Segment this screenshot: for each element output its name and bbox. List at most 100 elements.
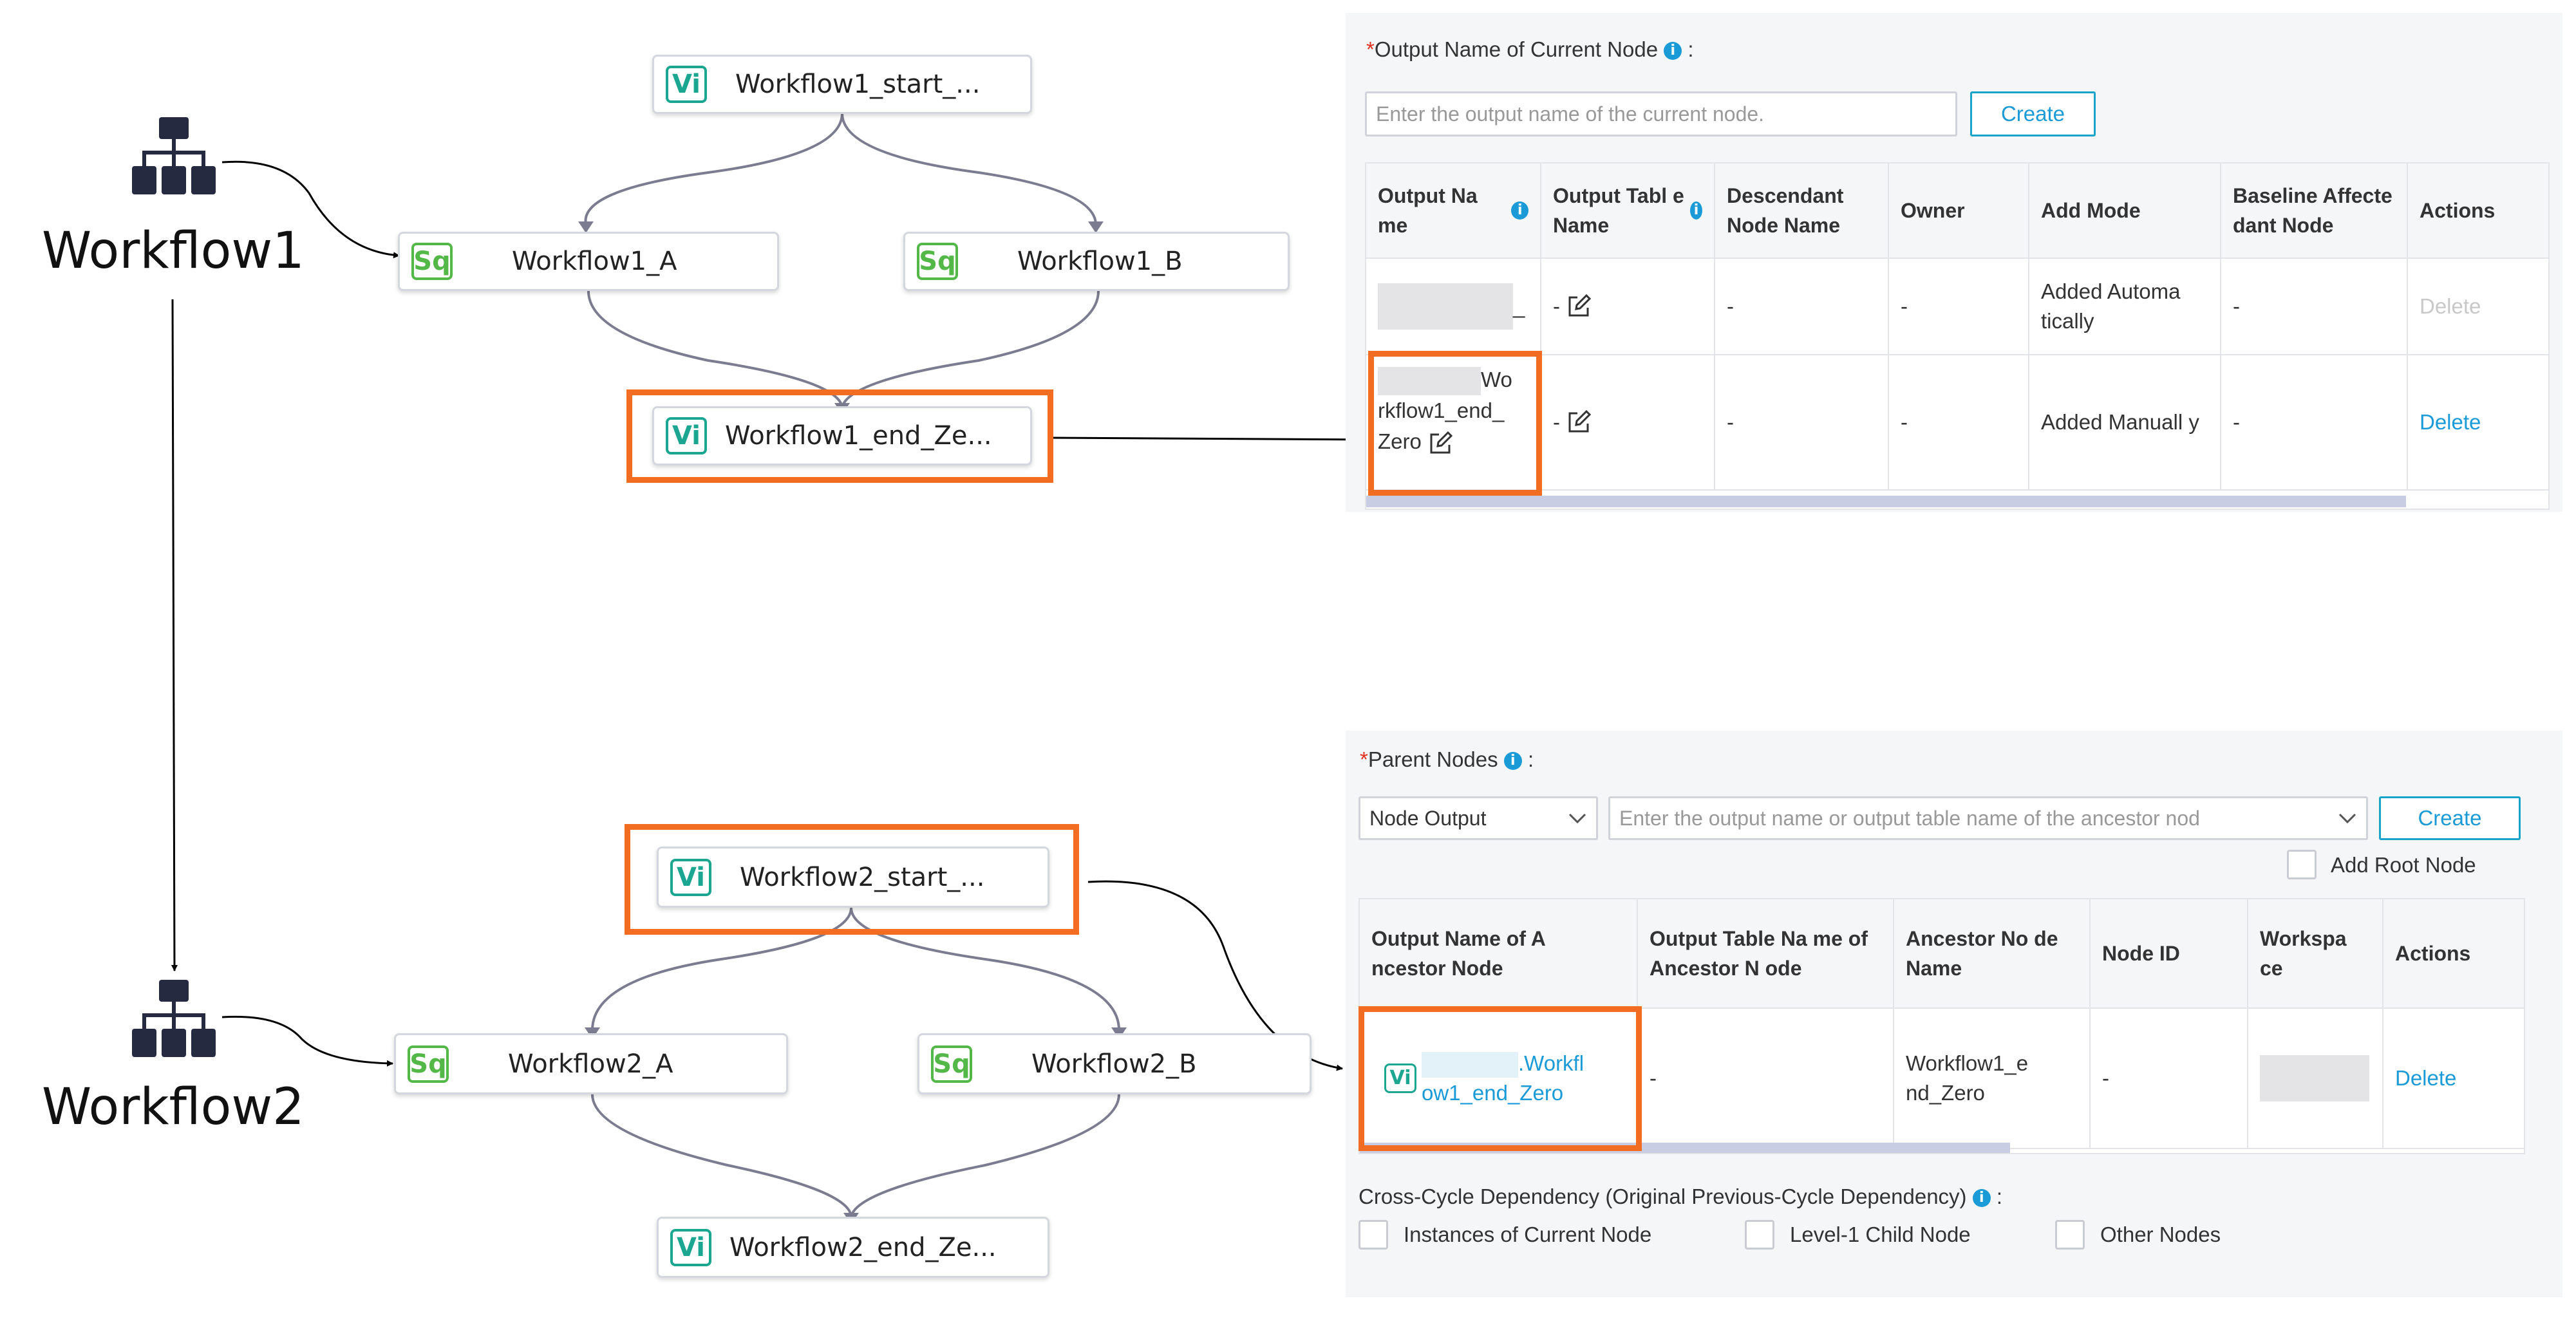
vi-node-icon: Vi xyxy=(666,66,707,103)
highlight-box-workflow2-start xyxy=(625,824,1079,935)
label-colon: : xyxy=(1996,1185,2003,1208)
workflow1-label: Workflow1 xyxy=(42,222,305,280)
cell-ancestor-output-name: Vi .Workfl ow1_end_Zero xyxy=(1360,1009,1638,1149)
redacted-block xyxy=(1422,1052,1518,1078)
checkbox-level1-child-node[interactable] xyxy=(1745,1220,1774,1250)
output-name-value: Wo rkflow1_end_ Zero xyxy=(1378,368,1512,454)
header-node-id: Node ID xyxy=(2091,899,2248,1009)
header-owner: Owner xyxy=(1889,164,2029,259)
horizontal-scrollbar[interactable] xyxy=(1366,496,2406,507)
add-root-node-label: Add Root Node xyxy=(2331,853,2476,877)
header-output-name: Output Na me i xyxy=(1366,164,1541,259)
node-workflow2-end[interactable]: Vi Workflow2_end_Ze... xyxy=(657,1217,1049,1278)
header-actions: Actions xyxy=(2408,164,2548,259)
cell-baseline: - xyxy=(2221,259,2408,355)
redacted-block xyxy=(2260,1055,2369,1101)
edit-icon[interactable] xyxy=(1427,431,1453,456)
table-name-value: - xyxy=(1553,294,1560,318)
cell-node-id: - xyxy=(2091,1009,2248,1149)
sq-node-icon: Sq xyxy=(408,1045,449,1083)
highlight-box-output-name xyxy=(1368,351,1542,496)
table-name-value: - xyxy=(1553,410,1560,434)
node-workflow2-start[interactable]: Vi Workflow2_start_... xyxy=(657,847,1049,908)
parent-nodes-label: *Parent Nodes i : xyxy=(1360,747,1534,772)
arrow-workflow1-to-a xyxy=(221,160,400,259)
label-colon: : xyxy=(1688,37,1694,61)
node-workflow1-a[interactable]: Sq Workflow1_A xyxy=(398,232,779,291)
cell-table-name: - xyxy=(1541,355,1715,491)
node-workflow2-a[interactable]: Sq Workflow2_A xyxy=(394,1033,788,1094)
checkbox-instances-current-node[interactable] xyxy=(1359,1220,1388,1250)
ancestor-search-input[interactable]: Enter the output name or output table na… xyxy=(1608,796,2368,840)
header-add-mode: Add Mode xyxy=(2029,164,2221,259)
vi-node-icon: Vi xyxy=(670,1228,711,1266)
node-output-select[interactable]: Node Output xyxy=(1359,796,1598,840)
node-label: Workflow2_A xyxy=(508,1049,673,1079)
info-icon: i xyxy=(1689,201,1702,220)
chevron-down-icon xyxy=(1568,813,1586,824)
label-level1-child-node: Level-1 Child Node xyxy=(1790,1223,1971,1246)
header-output-table-name: Output Tabl e Name i xyxy=(1541,164,1715,259)
cell-owner: - xyxy=(1889,259,2029,355)
add-root-node-checkbox[interactable] xyxy=(2287,850,2317,879)
edge-w2-start-b xyxy=(850,907,1120,1031)
cell-owner: - xyxy=(1889,355,2029,491)
node-workflow1-start[interactable]: Vi Workflow1_start_... xyxy=(652,55,1032,114)
node-workflow1-end[interactable]: Vi Workflow1_end_Ze... xyxy=(652,406,1032,465)
cell-output-name: Wo rkflow1_end_ Zero xyxy=(1366,355,1541,491)
output-name-label-text: Output Name of Current Node xyxy=(1374,37,1659,61)
edge-w1-start-b xyxy=(841,113,1097,225)
workflow2-org-chart-icon xyxy=(132,980,216,1057)
workflow1-org-chart-icon xyxy=(132,117,216,194)
node-output-select-value: Node Output xyxy=(1369,806,1487,830)
parent-nodes-table: Output Name of A ncestor Node Output Tab… xyxy=(1359,898,2525,1154)
delete-link[interactable]: Delete xyxy=(2408,355,2548,491)
label-colon: : xyxy=(1527,747,1534,771)
edge-w2-start-a xyxy=(591,907,852,1031)
node-label: Workflow2_start_... xyxy=(740,862,985,892)
header-output-name-text: Output Na me xyxy=(1378,184,1478,237)
cell-descendant: - xyxy=(1715,355,1889,491)
sq-node-icon: Sq xyxy=(411,243,453,280)
header-output-table-name-text: Output Tabl e Name xyxy=(1553,184,1684,237)
redacted-block xyxy=(1378,283,1513,330)
required-mark: * xyxy=(1366,37,1375,61)
header-workspace: Workspa ce xyxy=(2248,899,2383,1009)
vi-node-icon: Vi xyxy=(1384,1063,1416,1093)
parent-nodes-panel: *Parent Nodes i : Node Output Enter the … xyxy=(1346,731,2562,1297)
checkbox-other-nodes[interactable] xyxy=(2055,1220,2085,1250)
cell-add-mode: Added Manuall y xyxy=(2029,355,2221,491)
header-ancestor-output-name: Output Name of A ncestor Node xyxy=(1360,899,1638,1009)
ancestor-search-placeholder: Enter the output name or output table na… xyxy=(1619,806,2200,830)
parent-nodes-label-text: Parent Nodes xyxy=(1368,747,1498,771)
output-name-input[interactable]: Enter the output name of the current nod… xyxy=(1365,91,1957,136)
output-name-panel: *Output Name of Current Node i : Enter t… xyxy=(1346,13,2562,512)
node-label: Workflow1_A xyxy=(512,247,677,276)
highlight-box-workflow1-end xyxy=(626,389,1053,483)
ancestor-output-name-link[interactable]: .Workfl ow1_end_Zero xyxy=(1422,1051,1584,1105)
cross-cycle-label-text: Cross-Cycle Dependency (Original Previou… xyxy=(1359,1185,1967,1208)
node-label: Workflow1_start_... xyxy=(735,70,981,99)
info-icon: i xyxy=(1972,1189,1991,1208)
info-icon: i xyxy=(1511,201,1528,220)
label-instances-current-node: Instances of Current Node xyxy=(1404,1223,1652,1246)
edit-icon[interactable] xyxy=(1566,409,1592,435)
cell-table-name: - xyxy=(1541,259,1715,355)
delete-link[interactable]: Delete xyxy=(2383,1009,2524,1149)
highlight-box-ancestor-output xyxy=(1359,1006,1642,1151)
edit-icon[interactable] xyxy=(1566,294,1592,319)
create-parent-button[interactable]: Create xyxy=(2379,796,2521,840)
output-table: Output Na me i Output Tabl e Name i Desc… xyxy=(1365,162,2550,510)
info-icon: i xyxy=(1664,42,1682,61)
create-output-button[interactable]: Create xyxy=(1970,91,2096,136)
cell-descendant: - xyxy=(1715,259,1889,355)
header-descendant-node-name: Descendant Node Name xyxy=(1715,164,1889,259)
cell-add-mode: Added Automa tically xyxy=(2029,259,2221,355)
delete-link-disabled: Delete xyxy=(2408,259,2548,355)
cell-workspace xyxy=(2248,1009,2383,1149)
arrow-workflow1-to-workflow2 xyxy=(171,299,178,971)
vi-node-icon: Vi xyxy=(670,858,711,896)
node-workflow1-b[interactable]: Sq Workflow1_B xyxy=(903,232,1290,291)
node-workflow2-b[interactable]: Sq Workflow2_B xyxy=(917,1033,1312,1094)
node-label: Workflow2_B xyxy=(1031,1049,1197,1079)
